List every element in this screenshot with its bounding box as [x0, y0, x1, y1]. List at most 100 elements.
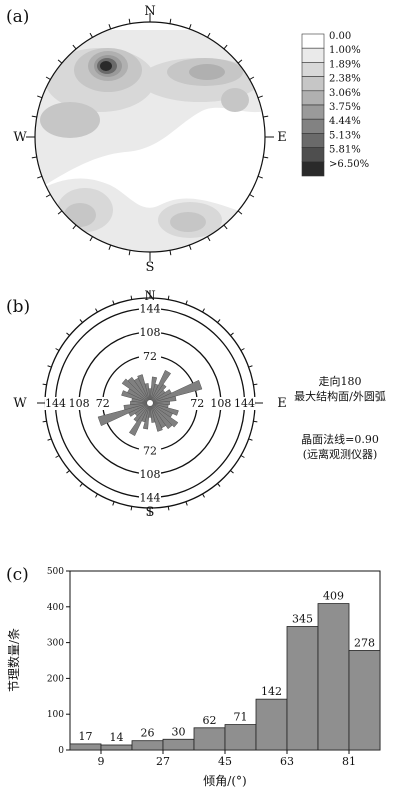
rose-tick [55, 348, 60, 351]
rose-tick [253, 383, 258, 386]
rose-tick [217, 483, 221, 487]
rose-west-label: W [13, 396, 27, 411]
net-tick [72, 224, 77, 230]
histogram-bar [69, 743, 102, 751]
net-tick [263, 115, 269, 118]
bar-value-label: 62 [203, 714, 217, 727]
rose-tick [248, 438, 253, 441]
net-tick [257, 175, 263, 179]
net-tick [57, 59, 63, 64]
histogram-bar [224, 724, 257, 751]
panel-b-label: (b) [6, 297, 30, 317]
rose-tick [47, 438, 52, 441]
ring-label: 72 [143, 444, 157, 457]
rose-petal [97, 402, 151, 427]
legend-swatch [301, 104, 325, 120]
rose-tick [55, 455, 60, 458]
rose-tick [42, 420, 47, 423]
net-tick [207, 236, 211, 242]
rose-tick [248, 365, 253, 368]
net-ticks [26, 13, 274, 261]
net-tick [72, 44, 77, 50]
rose-east-label: E [277, 396, 287, 411]
bar-value-label: 142 [261, 685, 282, 698]
ring-label: 108 [140, 326, 161, 339]
panel-c-label: (c) [6, 565, 29, 585]
ring-label-bg [139, 467, 161, 481]
rose-tick [112, 501, 115, 506]
rose-ticks [37, 290, 263, 516]
ring-label: 144 [140, 303, 161, 316]
ring-label-bg [186, 397, 209, 410]
north-label: N [144, 4, 155, 19]
net-tick [37, 95, 43, 99]
x-tick-label: 9 [98, 755, 105, 768]
rose-tick [230, 332, 234, 336]
rose-tick [66, 470, 70, 474]
legend-swatch [301, 62, 325, 77]
bar-value-label: 17 [79, 730, 93, 743]
rose-tick [79, 319, 83, 323]
ring-label-bg [68, 397, 91, 410]
net-tick [108, 24, 112, 30]
rose-south-label: S [146, 505, 155, 520]
ring-label-bg [91, 397, 114, 410]
net-tick [31, 156, 37, 159]
ring-label-bg [139, 326, 161, 340]
rose-note-away: (远离观测仪器) [303, 447, 378, 461]
net-tick [263, 156, 269, 159]
net-tick [169, 250, 172, 256]
rose-tick [185, 501, 188, 506]
legend-label: 5.13% [329, 130, 361, 141]
net-tick [223, 224, 228, 230]
east-label: E [277, 130, 287, 145]
legend-label: 3.75% [329, 102, 361, 113]
y-tick-label: 200 [47, 674, 64, 684]
net-tick [207, 32, 211, 38]
rose-tick [130, 506, 133, 511]
net-tick [169, 18, 172, 24]
legend-label: 1.00% [329, 45, 361, 56]
net-tick [188, 24, 192, 30]
rose-tick [79, 483, 83, 487]
legend-swatch [301, 118, 325, 134]
rose-tick [230, 470, 234, 474]
ring-label: 144 [45, 397, 66, 410]
density-legend: 0.001.00%1.89%2.38%3.06%3.75%4.44%5.13%5… [301, 31, 369, 177]
legend-swatch [301, 147, 325, 163]
ring-label: 144 [140, 492, 161, 505]
y-tick-label: 400 [47, 603, 64, 613]
x-tick-label: 27 [156, 755, 170, 768]
net-tick [249, 76, 255, 80]
net-tick [89, 32, 93, 38]
south-label: S [146, 260, 155, 275]
y-axis-label: 节理数量/条 [6, 628, 21, 692]
ring-label-bg [139, 349, 161, 363]
ring-label: 108 [210, 397, 231, 410]
legend-label: >6.50% [329, 159, 369, 170]
legend-swatch [301, 90, 325, 106]
ring-label-bg [44, 397, 67, 410]
density-contours [35, 22, 265, 252]
legend-label: 3.06% [329, 88, 361, 99]
y-tick-label: 100 [47, 710, 64, 720]
bar-value-label: 71 [234, 711, 248, 724]
y-tick-label: 500 [47, 567, 64, 577]
ring-label: 108 [69, 397, 90, 410]
bar-value-label: 345 [292, 612, 313, 625]
rose-tick [202, 308, 205, 313]
legend-label: 2.38% [329, 74, 361, 85]
x-tick-label: 63 [280, 755, 294, 768]
bar-value-label: 14 [110, 731, 124, 744]
legend-label: 1.89% [329, 59, 361, 70]
legend-swatch [301, 161, 325, 177]
histogram-bar [348, 650, 381, 751]
ring-label-bg [209, 397, 232, 410]
panel-a: (a) N S [6, 4, 369, 275]
legend-label: 4.44% [329, 116, 361, 127]
rose-note-strike: 走向180 [319, 374, 362, 388]
net-tick [237, 59, 243, 64]
